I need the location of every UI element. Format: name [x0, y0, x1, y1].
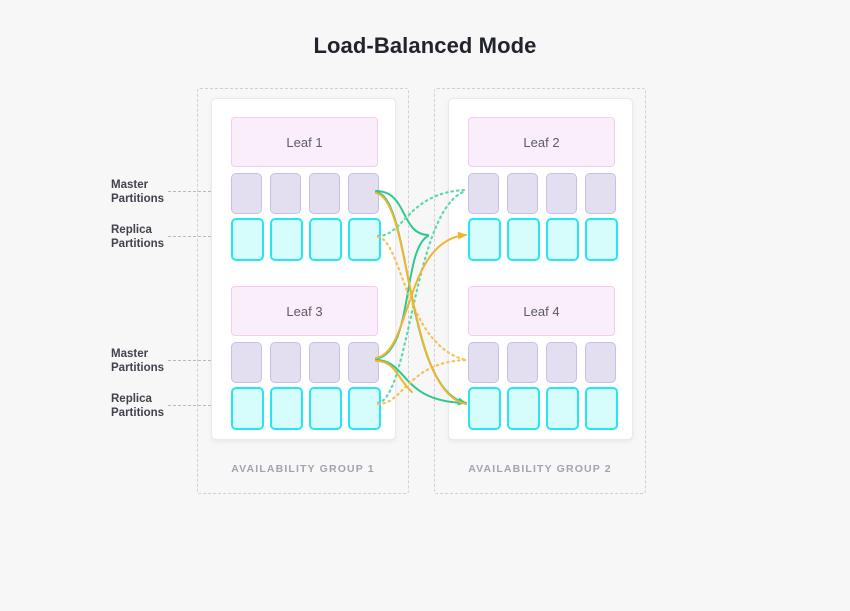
leaf-3-replica-partition-3[interactable] — [309, 387, 342, 430]
leaf-1-replica-partition-2[interactable] — [270, 218, 303, 261]
leaf-2-master-partition-1[interactable] — [468, 173, 499, 214]
leaf-4-box[interactable]: Leaf 4 — [468, 286, 615, 336]
leaf-2-master-partition-3[interactable] — [546, 173, 577, 214]
label-line-1: Master — [111, 179, 149, 191]
leaf-2-master-partition-2[interactable] — [507, 173, 538, 214]
leader-line-replica-top — [168, 236, 231, 237]
label-line-2: Partitions — [111, 192, 165, 205]
leaf-4-replica-partition-4[interactable] — [585, 387, 618, 430]
label-master-partitions-bottom: Master Partitions — [111, 348, 191, 375]
leader-line-master-top — [168, 191, 231, 192]
leaf-1-master-partition-4[interactable] — [348, 173, 379, 214]
leaf-1-replica-partition-3[interactable] — [309, 218, 342, 261]
leaf-4-master-partition-3[interactable] — [546, 342, 577, 383]
leaf-1-label: Leaf 1 — [286, 134, 323, 150]
leaf-4-label: Leaf 4 — [523, 303, 560, 319]
leaf-2-replica-partition-1[interactable] — [468, 218, 501, 261]
label-line-1: Master — [111, 348, 149, 360]
leaf-4-master-partition-4[interactable] — [585, 342, 616, 383]
leaf-1-box[interactable]: Leaf 1 — [231, 117, 378, 167]
availability-group-1-label: AVAILABILITY GROUP 1 — [231, 463, 375, 475]
leaf-1-master-partition-2[interactable] — [270, 173, 301, 214]
leaf-3-replica-partition-1[interactable] — [231, 387, 264, 430]
leaf-3-replica-partition-2[interactable] — [270, 387, 303, 430]
label-line-2: Partitions — [111, 237, 165, 250]
leaf-2-replica-partition-4[interactable] — [585, 218, 618, 261]
label-line-1: Replica — [111, 393, 152, 405]
leaf-2-box[interactable]: Leaf 2 — [468, 117, 615, 167]
leaf-3-replica-partition-4[interactable] — [348, 387, 381, 430]
leaf-3-label: Leaf 3 — [286, 303, 323, 319]
availability-group-2-card: Leaf 2 Leaf 4 — [448, 98, 633, 440]
leaf-1-replica-partition-1[interactable] — [231, 218, 264, 261]
leaf-4-replica-partition-3[interactable] — [546, 387, 579, 430]
leaf-4-master-partition-2[interactable] — [507, 342, 538, 383]
leaf-3-master-partition-1[interactable] — [231, 342, 262, 383]
label-replica-partitions-top: Replica Partitions — [111, 224, 191, 251]
leaf-2-replica-partition-2[interactable] — [507, 218, 540, 261]
label-line-1: Replica — [111, 224, 152, 236]
leaf-1-master-partition-3[interactable] — [309, 173, 340, 214]
leaf-1-master-partition-1[interactable] — [231, 173, 262, 214]
leaf-2-master-partition-4[interactable] — [585, 173, 616, 214]
leaf-3-master-partition-3[interactable] — [309, 342, 340, 383]
leader-line-replica-bottom — [168, 405, 231, 406]
leaf-2-replica-partition-3[interactable] — [546, 218, 579, 261]
leaf-3-box[interactable]: Leaf 3 — [231, 286, 378, 336]
label-line-2: Partitions — [111, 406, 165, 419]
leaf-3-master-partition-2[interactable] — [270, 342, 301, 383]
leaf-2-label: Leaf 2 — [523, 134, 560, 150]
label-replica-partitions-bottom: Replica Partitions — [111, 393, 191, 420]
page-title: Load-Balanced Mode — [313, 33, 537, 58]
leaf-4-master-partition-1[interactable] — [468, 342, 499, 383]
leader-line-master-bottom — [168, 360, 231, 361]
leaf-1-replica-partition-4[interactable] — [348, 218, 381, 261]
leaf-3-master-partition-4[interactable] — [348, 342, 379, 383]
label-master-partitions-top: Master Partitions — [111, 179, 191, 206]
leaf-4-replica-partition-1[interactable] — [468, 387, 501, 430]
availability-group-1-card: Leaf 1 Leaf 3 — [211, 98, 396, 440]
leaf-4-replica-partition-2[interactable] — [507, 387, 540, 430]
label-line-2: Partitions — [111, 361, 165, 374]
availability-group-2-label: AVAILABILITY GROUP 2 — [468, 463, 612, 475]
